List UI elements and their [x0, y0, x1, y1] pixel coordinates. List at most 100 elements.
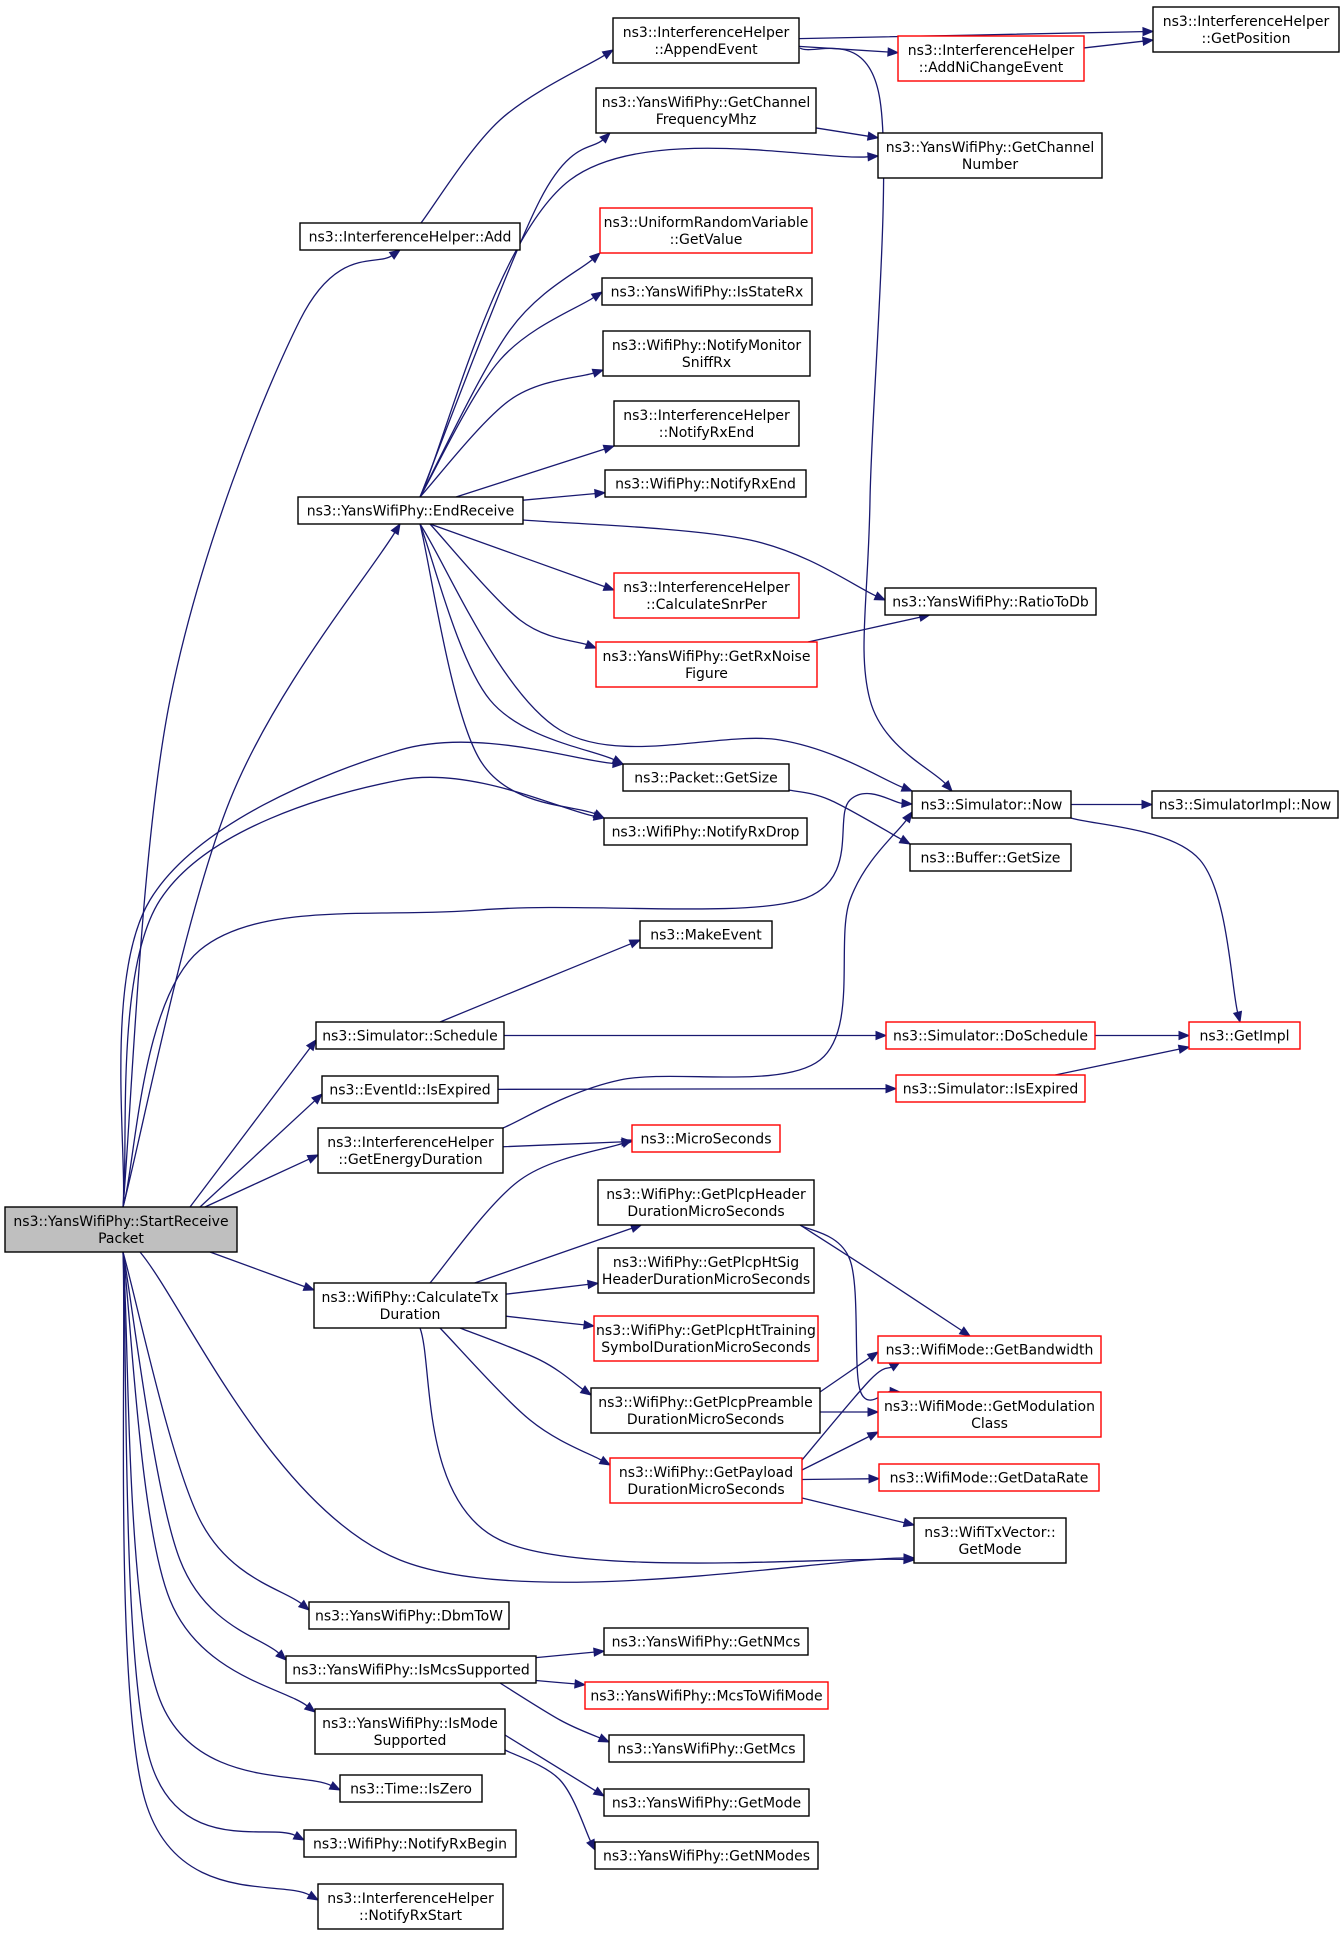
node-make-event[interactable]: ns3::MakeEvent	[639, 920, 773, 949]
node-ih-notify-rx-start[interactable]: ns3::InterferenceHelper::NotifyRxStart	[317, 1883, 504, 1930]
edge-is-mcs-supported-to-get-nmcs	[535, 1647, 606, 1659]
node-buf-get-size[interactable]: ns3::Buffer::GetSize	[909, 843, 1072, 872]
node-box	[1152, 6, 1340, 53]
node-pkt-get-size[interactable]: ns3::Packet::GetSize	[622, 763, 790, 792]
node-box	[877, 1335, 1102, 1364]
node-get-bandwidth[interactable]: ns3::WifiMode::GetBandwidth	[877, 1335, 1102, 1364]
edge-plcp-preamble-to-get-bandwidth	[819, 1351, 880, 1393]
node-plcp-ht-sig[interactable]: ns3::WifiPhy::GetPlcpHtSigHeaderDuration…	[597, 1247, 815, 1294]
node-box	[603, 1788, 810, 1817]
node-label: HeaderDurationMicroSeconds	[602, 1272, 810, 1288]
node-sim-schedule[interactable]: ns3::Simulator::Schedule	[315, 1021, 505, 1050]
node-mcs-to-wifi-mode[interactable]: ns3::YansWifiPhy::McsToWifiMode	[584, 1681, 829, 1710]
arrowhead	[306, 1890, 320, 1901]
node-box	[313, 1282, 507, 1329]
node-plcp-header-dur[interactable]: ns3::WifiPhy::GetPlcpHeaderDurationMicro…	[597, 1179, 815, 1226]
arrowhead	[275, 1649, 287, 1661]
node-notify-rx-drop[interactable]: ns3::WifiPhy::NotifyRxDrop	[603, 817, 808, 846]
node-notify-rx-begin[interactable]: ns3::WifiPhy::NotifyRxBegin	[303, 1829, 517, 1858]
node-label: ns3::YansWifiPhy::GetMode	[612, 1796, 801, 1812]
node-ih-get-position[interactable]: ns3::InterferenceHelper::GetPosition	[1152, 6, 1340, 53]
node-box	[4, 1206, 238, 1253]
node-get-nmcs[interactable]: ns3::YansWifiPhy::GetNMcs	[603, 1627, 809, 1656]
edge-end-receive-to-notify-mon-sniff	[419, 368, 605, 498]
edge-sim-schedule-to-make-event	[439, 939, 642, 1023]
node-sim-impl-now[interactable]: ns3::SimulatorImpl::Now	[1151, 790, 1339, 819]
node-get-payload-dur[interactable]: ns3::WifiPhy::GetPayloadDurationMicroSec…	[609, 1457, 803, 1504]
node-get-mcs[interactable]: ns3::YansWifiPhy::GetMcs	[608, 1734, 805, 1763]
arrowhead	[1142, 26, 1155, 37]
node-get-nmodes[interactable]: ns3::YansWifiPhy::GetNModes	[594, 1841, 819, 1870]
edge-sim-is-expired-to-get-impl	[1055, 1044, 1191, 1076]
edge-end-receive-to-ratio-to-db	[522, 519, 887, 601]
arrowhead	[590, 291, 604, 302]
node-plcp-preamble[interactable]: ns3::WifiPhy::GetPlcpPreambleDurationMic…	[590, 1387, 821, 1434]
node-time-is-zero[interactable]: ns3::Time::IsZero	[339, 1774, 483, 1803]
node-ih-add[interactable]: ns3::InterferenceHelper::Add	[299, 222, 521, 251]
edge-end-receive-to-urv-get-value	[419, 252, 602, 498]
node-is-state-rx[interactable]: ns3::YansWifiPhy::IsStateRx	[601, 277, 813, 306]
node-dbm-to-w[interactable]: ns3::YansWifiPhy::DbmToW	[308, 1601, 510, 1630]
node-box	[622, 763, 790, 792]
node-ih-notify-rx-end[interactable]: ns3::InterferenceHelper::NotifyRxEnd	[613, 400, 800, 447]
node-calc-snr-per[interactable]: ns3::InterferenceHelper::CalculateSnrPer	[613, 572, 800, 619]
node-label: SniffRx	[682, 355, 731, 371]
node-get-data-rate[interactable]: ns3::WifiMode::GetDataRate	[878, 1463, 1100, 1492]
node-box	[308, 1601, 510, 1630]
node-sim-is-expired[interactable]: ns3::Simulator::IsExpired	[895, 1074, 1086, 1103]
arrowhead	[866, 131, 880, 141]
edge-pkt-get-size-to-buf-get-size	[788, 789, 912, 845]
node-urv-get-value[interactable]: ns3::UniformRandomVariable::GetValue	[599, 207, 813, 254]
arrowhead	[592, 811, 606, 821]
edge-ih-append-event-to-sim-now	[799, 47, 953, 793]
node-box	[1188, 1021, 1301, 1050]
node-box	[601, 277, 813, 306]
node-get-impl[interactable]: ns3::GetImpl	[1188, 1021, 1301, 1050]
edge-ev-is-expired-to-sim-is-expired	[497, 1083, 898, 1094]
node-micro-seconds[interactable]: ns3::MicroSeconds	[631, 1124, 781, 1153]
node-label: ns3::SimulatorImpl::Now	[1159, 798, 1332, 814]
node-ev-is-expired[interactable]: ns3::EventId::IsExpired	[321, 1075, 499, 1104]
node-sim-do-schedule[interactable]: ns3::Simulator::DoSchedule	[885, 1021, 1096, 1050]
arrowhead	[1177, 1044, 1191, 1054]
arrowhead	[903, 1553, 916, 1563]
node-ratio-to-db[interactable]: ns3::YansWifiPhy::RatioToDb	[884, 587, 1097, 616]
node-label: ns3::WifiPhy::GetPayload	[619, 1465, 793, 1481]
node-ih-append-event[interactable]: ns3::InterferenceHelper::AppendEvent	[612, 17, 800, 64]
node-sim-now[interactable]: ns3::Simulator::Now	[911, 790, 1072, 819]
node-label: ns3::Simulator::Schedule	[322, 1029, 498, 1045]
arrowhead	[328, 1781, 342, 1791]
node-box	[884, 587, 1097, 616]
node-label: GetMode	[958, 1542, 1021, 1558]
node-box	[584, 1681, 829, 1710]
edge-end-receive-to-get-rx-noise	[429, 523, 598, 649]
arrowhead	[311, 1093, 323, 1105]
node-label: ::AddNiChangeEvent	[919, 60, 1064, 76]
edge-calc-tx-dur-to-micro-seconds	[429, 1139, 634, 1284]
edge-ih-append-event-to-ih-get-position	[798, 26, 1155, 40]
edge-calc-tx-dur-to-get-payload-dur	[439, 1327, 612, 1466]
edge-end-receive-to-wp-notify-rx-end	[522, 488, 607, 501]
edge-sim-now-to-sim-impl-now	[1071, 799, 1154, 810]
node-ih-add-ni-change[interactable]: ns3::InterferenceHelper::AddNiChangeEven…	[897, 35, 1085, 82]
edge-start-receive-to-time-is-zero	[122, 1251, 342, 1791]
node-tx-vec-get-mode[interactable]: ns3::WifiTxVector::GetMode	[913, 1517, 1067, 1564]
edge-ih-add-ni-change-to-ih-get-position	[1083, 36, 1155, 49]
node-is-mcs-supported[interactable]: ns3::YansWifiPhy::IsMcsSupported	[285, 1655, 537, 1684]
node-wp-notify-rx-end[interactable]: ns3::WifiPhy::NotifyRxEnd	[604, 469, 807, 498]
node-box	[599, 207, 813, 254]
node-yw-get-mode[interactable]: ns3::YansWifiPhy::GetMode	[603, 1788, 810, 1817]
edge-start-receive-to-ev-is-expired	[199, 1093, 323, 1208]
node-box	[285, 1655, 537, 1684]
node-plcp-ht-training[interactable]: ns3::WifiPhy::GetPlcpHtTrainingSymbolDur…	[593, 1315, 819, 1362]
node-end-receive[interactable]: ns3::YansWifiPhy::EndReceive	[297, 496, 524, 525]
node-ih-get-energy-dur[interactable]: ns3::InterferenceHelper::GetEnergyDurati…	[317, 1127, 504, 1174]
